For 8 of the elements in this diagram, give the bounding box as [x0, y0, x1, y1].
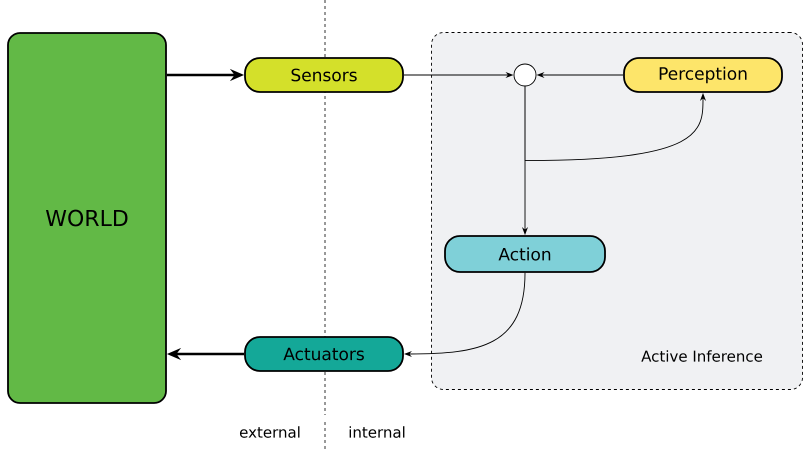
process-box: Perception — [623, 57, 783, 93]
process-box: Actuators — [244, 336, 404, 372]
side-label: internal — [350, 426, 404, 438]
world-box: WORLD — [7, 32, 167, 404]
process-box: Sensors — [244, 57, 404, 93]
side-label: external — [240, 426, 300, 438]
junction-circle — [514, 64, 536, 86]
process-box: Action — [444, 235, 606, 273]
